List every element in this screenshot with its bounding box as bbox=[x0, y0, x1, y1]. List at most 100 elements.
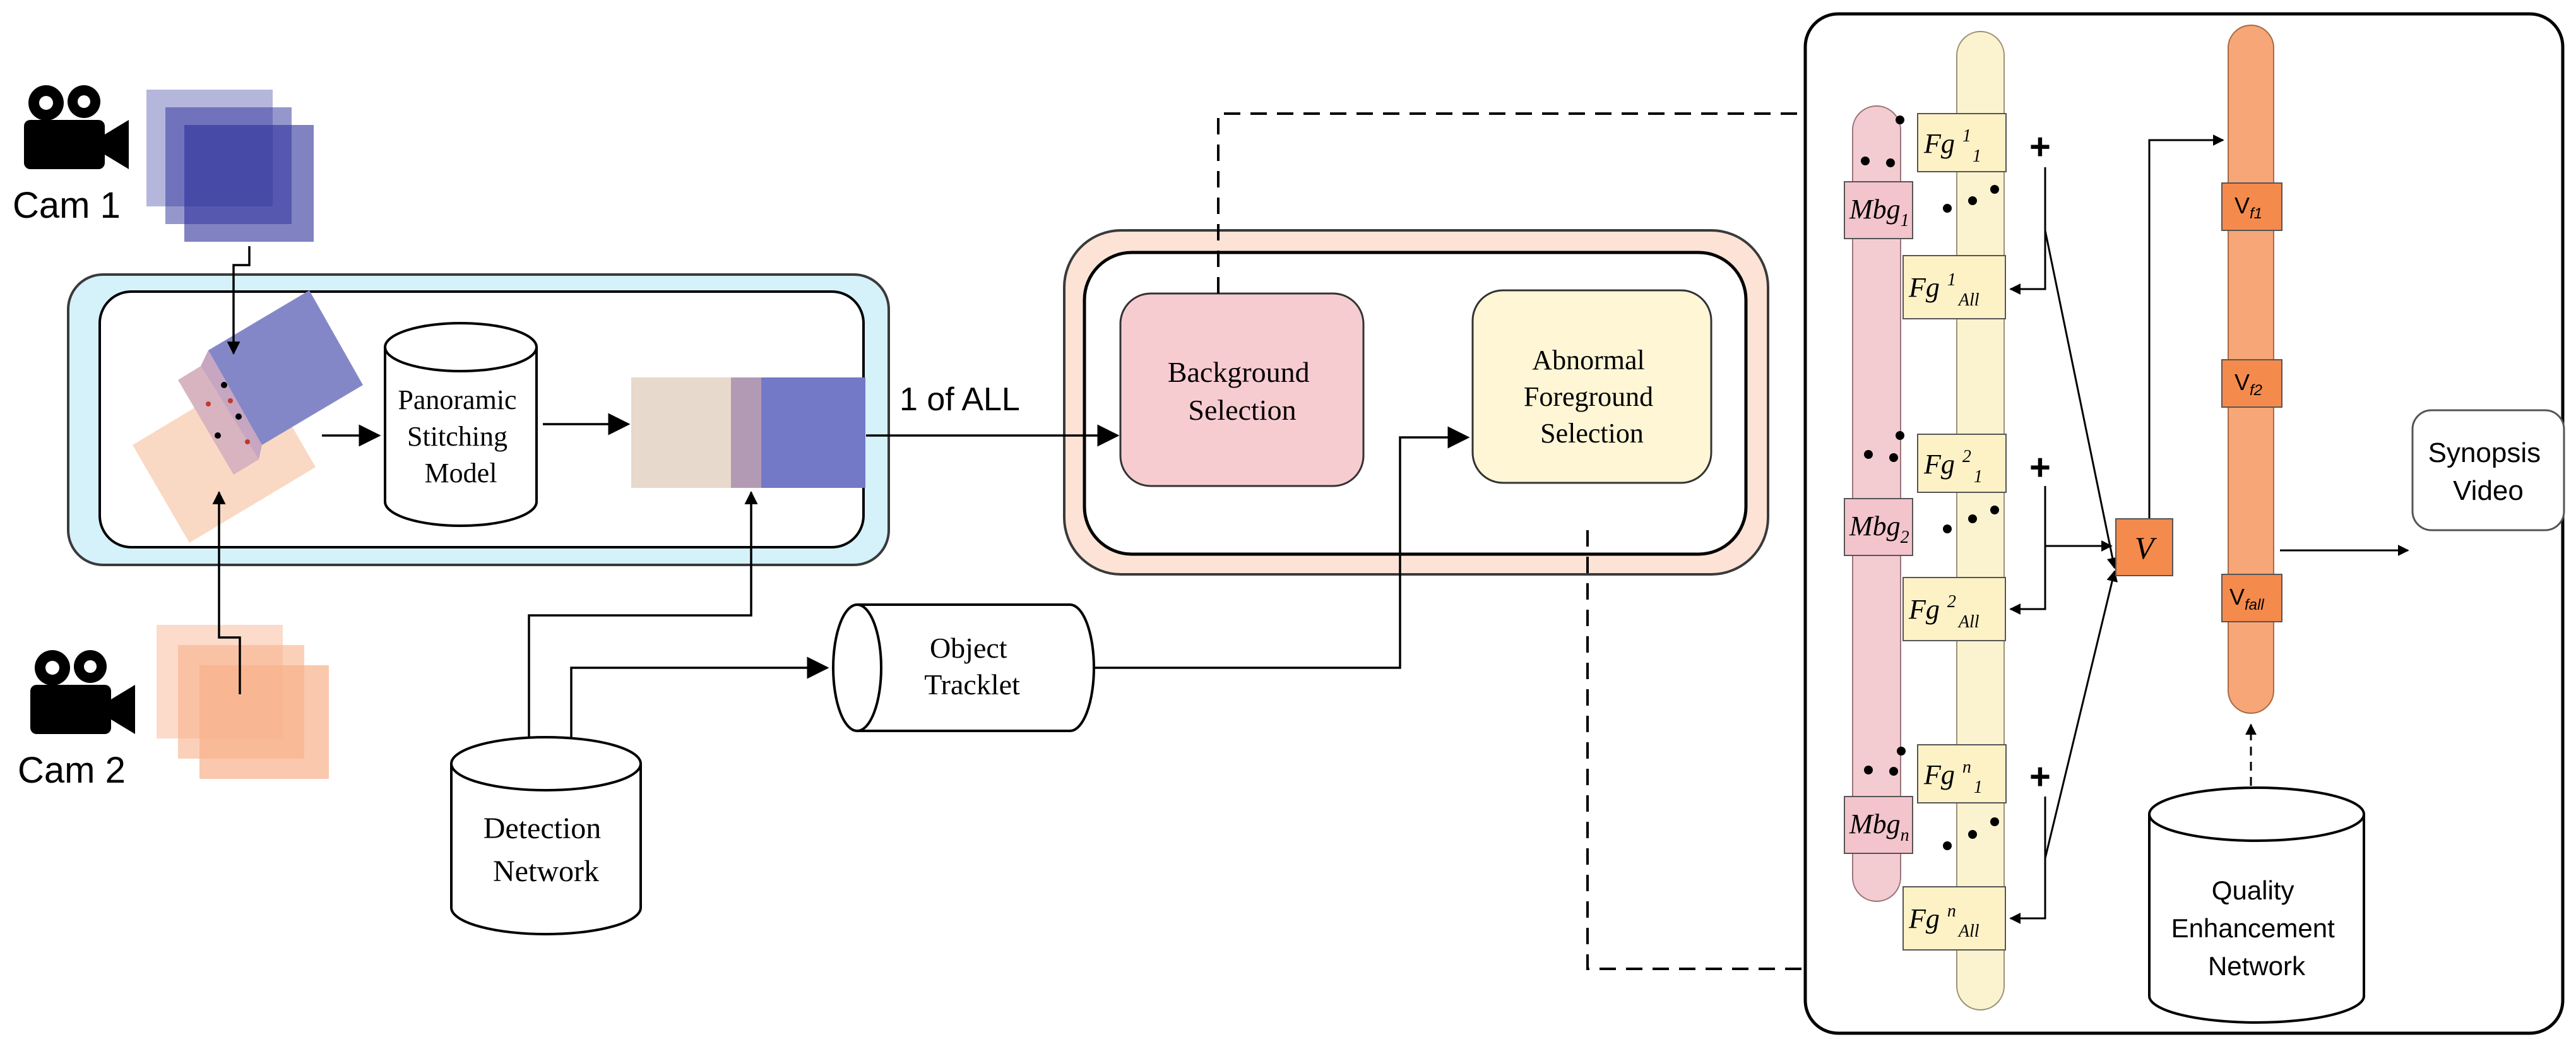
object-tracklet-label-1: Object bbox=[930, 632, 1007, 664]
fg-2-all-sub: All bbox=[1957, 612, 1979, 632]
fg-2-all-sup: 2 bbox=[1947, 592, 1956, 612]
mbg-n-sub: n bbox=[1901, 826, 1909, 845]
panoramic-stitching-model: Panoramic Stitching Model bbox=[384, 322, 538, 527]
detection-network: Detection Network bbox=[450, 736, 642, 935]
foreground-selection-label-2: Foreground bbox=[1524, 381, 1653, 412]
stitching-connectors bbox=[212, 246, 631, 694]
fg-1-all-sub: All bbox=[1957, 290, 1979, 310]
quality-enhancement-network: Quality Enhancement Network bbox=[2148, 723, 2365, 1024]
merge-connectors bbox=[2009, 134, 2409, 924]
svg-text:Mbg1: Mbg1 bbox=[1849, 194, 1909, 230]
fg-n-1-sub: 1 bbox=[1974, 778, 1983, 797]
background-selection-box: Background Selection bbox=[1119, 292, 1365, 487]
detection-network-label-1: Detection bbox=[484, 812, 602, 845]
fg-first-box-1: Fg 11 bbox=[1917, 113, 2007, 172]
mbg-1-base: Mbg bbox=[1849, 194, 1901, 225]
svg-text:Vf2: Vf2 bbox=[2235, 369, 2262, 399]
frame-box-f1: Vf1 bbox=[2221, 182, 2282, 231]
foreground-selection-box: Abnormal Foreground Selection bbox=[1471, 289, 1712, 484]
fg-n-1-base: Fg bbox=[1923, 759, 1955, 790]
svg-text:Object Tracklet: Object Tracklet bbox=[924, 632, 1020, 701]
background-selection-label-1: Background bbox=[1168, 356, 1310, 388]
frame-f2-base: V bbox=[2235, 369, 2250, 395]
mbg-1-sub: 1 bbox=[1901, 211, 1909, 230]
svg-text:Quality Enhancement: Quality Enhancement Network bbox=[2171, 875, 2342, 981]
mbg-n-base: Mbg bbox=[1849, 809, 1901, 839]
fg-first-box-2: Fg 21 bbox=[1917, 434, 2007, 493]
svg-text:Mbg2: Mbg2 bbox=[1849, 511, 1909, 547]
fg-all-box-1: Fg 1All bbox=[1902, 255, 2006, 319]
svg-text:Detection Network: Detection Network bbox=[484, 812, 609, 888]
cam-1-frame-stack bbox=[146, 90, 314, 242]
fg-1-all-sup: 1 bbox=[1947, 270, 1956, 290]
background-selection-label-2: Selection bbox=[1188, 394, 1296, 426]
quality-label-2: Enhancement bbox=[2171, 913, 2336, 943]
mbg-box-n: Mbgn bbox=[1844, 796, 1913, 854]
quality-label-1: Quality bbox=[2212, 875, 2294, 905]
plus-sign-2: + bbox=[2029, 447, 2051, 488]
stitching-model-label-3: Model bbox=[425, 458, 497, 489]
object-tracklet-label-2: Tracklet bbox=[924, 668, 1020, 701]
mbg-2-base: Mbg bbox=[1849, 511, 1901, 542]
video-camera-icon bbox=[30, 650, 135, 734]
mbg-box-1: Mbg1 bbox=[1844, 181, 1913, 239]
quality-label-3: Network bbox=[2208, 951, 2306, 981]
fg-1-1-sup: 1 bbox=[1962, 126, 1970, 146]
fg-n-1-sup: n bbox=[1962, 757, 1971, 777]
cam-2-label: Cam 2 bbox=[18, 750, 126, 791]
synopsis-label-1: Synopsis bbox=[2428, 437, 2541, 468]
svg-text:Mbgn: Mbgn bbox=[1849, 809, 1909, 845]
fg-n-all-sup: n bbox=[1947, 901, 1956, 921]
fg-2-1-base: Fg bbox=[1923, 449, 1955, 480]
fg-1-1-sub: 1 bbox=[1973, 146, 1981, 166]
one-of-all-label: 1 of ALL bbox=[899, 381, 1020, 418]
foreground-selection-label-1: Abnormal bbox=[1532, 345, 1644, 376]
panorama-output bbox=[631, 377, 865, 488]
selection-input-connector: 1 of ALL bbox=[866, 381, 1120, 447]
plus-sign-n: + bbox=[2029, 756, 2051, 797]
cam-2-frame-stack bbox=[157, 625, 329, 779]
detection-network-label-2: Network bbox=[493, 855, 599, 888]
synopsis-video-output: Synopsis Video bbox=[2411, 409, 2565, 531]
plus-sign-1: + bbox=[2029, 126, 2051, 167]
ellipsis-dots bbox=[1861, 116, 1999, 850]
frame-box-fall: Vfall bbox=[2221, 574, 2282, 622]
fg-1-all-base: Fg bbox=[1908, 272, 1940, 303]
v-label: V bbox=[2135, 530, 2158, 566]
foreground-selection-label-3: Selection bbox=[1540, 418, 1644, 449]
camera-2-group: Cam 2 bbox=[18, 625, 329, 791]
fg-n-all-sub: All bbox=[1957, 922, 1979, 941]
frame-f1-base: V bbox=[2235, 193, 2250, 218]
object-tracklet: Object Tracklet bbox=[832, 603, 1095, 732]
svg-text:Panoramic Stitching: Panoramic Stitching Model bbox=[398, 384, 523, 489]
svg-text:Background Selection: Background Selection bbox=[1168, 356, 1317, 426]
svg-text:Synopsis Video: Synopsis Video bbox=[2428, 437, 2549, 506]
svg-text:Abnormal Foreground: Abnormal Foreground Selection bbox=[1524, 345, 1660, 449]
mbg-2-sub: 2 bbox=[1901, 528, 1909, 547]
fg-2-1-sub: 1 bbox=[1974, 467, 1983, 487]
fg-1-1-base: Fg bbox=[1923, 128, 1955, 159]
fg-bar bbox=[1956, 31, 2005, 1010]
stitching-model-label-2: Stitching bbox=[407, 421, 507, 452]
frame-fall-sub: fall bbox=[2245, 596, 2264, 613]
fg-2-1-sup: 2 bbox=[1962, 447, 1971, 466]
svg-text:Vf1: Vf1 bbox=[2235, 193, 2262, 222]
v-merge-box: V bbox=[2115, 518, 2173, 576]
overlapping-camera-views bbox=[133, 290, 363, 543]
stitching-model-label-1: Panoramic bbox=[398, 384, 516, 415]
frame-box-f2: Vf2 bbox=[2221, 359, 2282, 408]
fg-n-all-base: Fg bbox=[1908, 903, 1940, 934]
video-camera-icon bbox=[24, 85, 129, 169]
frame-fall-base: V bbox=[2229, 584, 2245, 610]
cam-1-label: Cam 1 bbox=[13, 185, 121, 226]
